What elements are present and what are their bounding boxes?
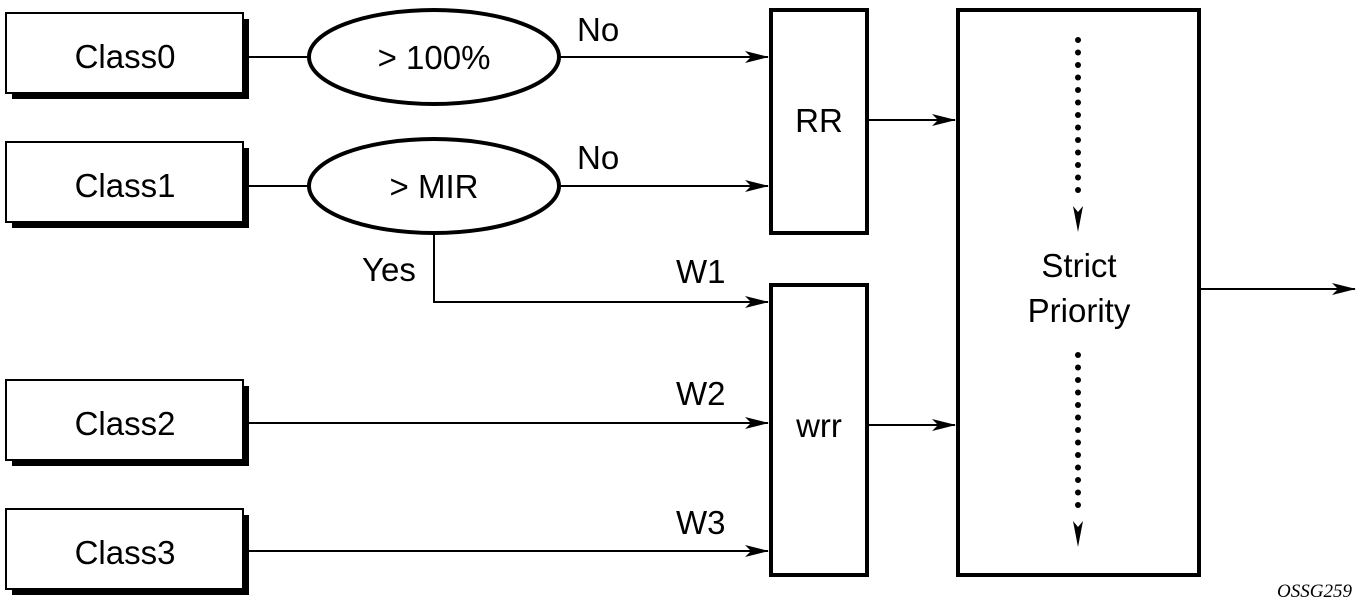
dotted-arrow-top: [1073, 37, 1083, 232]
class-box-0: Class0: [5, 12, 249, 99]
dot: [1075, 402, 1081, 408]
dot: [1075, 87, 1081, 93]
dot: [1075, 352, 1081, 358]
wrr-scheduler-box: wrr: [769, 283, 869, 577]
dot: [1075, 137, 1081, 143]
arrow-yes-w1: [433, 233, 769, 308]
strict-label: Strict: [1041, 247, 1116, 284]
dot: [1075, 99, 1081, 106]
dot: [1075, 62, 1081, 68]
dot: [1075, 489, 1081, 496]
rr-scheduler-box: RR: [769, 8, 869, 235]
dot: [1075, 427, 1081, 433]
arrowhead-down-icon: [1073, 521, 1083, 547]
dot: [1075, 414, 1081, 421]
dot: [1075, 74, 1081, 81]
class-label: Class0: [75, 38, 176, 75]
dot: [1075, 149, 1081, 156]
weight-label-w2: W2: [676, 375, 726, 412]
wrr-label: wrr: [795, 407, 842, 444]
dot: [1075, 389, 1081, 396]
dot: [1075, 464, 1081, 471]
dot: [1075, 452, 1081, 458]
class-box-3: Class3: [5, 508, 249, 595]
dot: [1075, 502, 1081, 508]
dot: [1075, 174, 1081, 181]
dot: [1075, 112, 1081, 118]
dot: [1075, 49, 1081, 56]
arrowhead-down-icon: [1073, 206, 1083, 232]
dotted-arrow-bottom: [1073, 352, 1083, 547]
weight-label-w1: W1: [676, 253, 726, 290]
condition-label: > MIR: [390, 168, 479, 205]
dot: [1075, 377, 1081, 383]
dot: [1075, 364, 1081, 371]
dot: [1075, 439, 1081, 446]
class-box-1: Class1: [5, 141, 249, 228]
no-label-0: No: [577, 11, 619, 48]
class-label: Class3: [75, 534, 176, 571]
dot: [1075, 162, 1081, 168]
no-label-1: No: [577, 139, 619, 176]
condition-ellipse-mir: > MIR: [307, 137, 561, 235]
dot: [1075, 37, 1081, 43]
dot: [1075, 187, 1081, 193]
priority-label: Priority: [1028, 292, 1131, 329]
class-box-2: Class2: [5, 379, 249, 466]
condition-ellipse-100pct: > 100%: [307, 8, 561, 106]
weight-label-w3: W3: [676, 504, 726, 541]
dot: [1075, 477, 1081, 483]
yes-label: Yes: [362, 251, 416, 288]
rr-label: RR: [795, 102, 843, 139]
class-label: Class2: [75, 405, 176, 442]
class-label: Class1: [75, 167, 176, 204]
condition-label: > 100%: [378, 39, 491, 76]
figure-caption: OSSG259: [1277, 581, 1352, 602]
dot: [1075, 124, 1081, 131]
